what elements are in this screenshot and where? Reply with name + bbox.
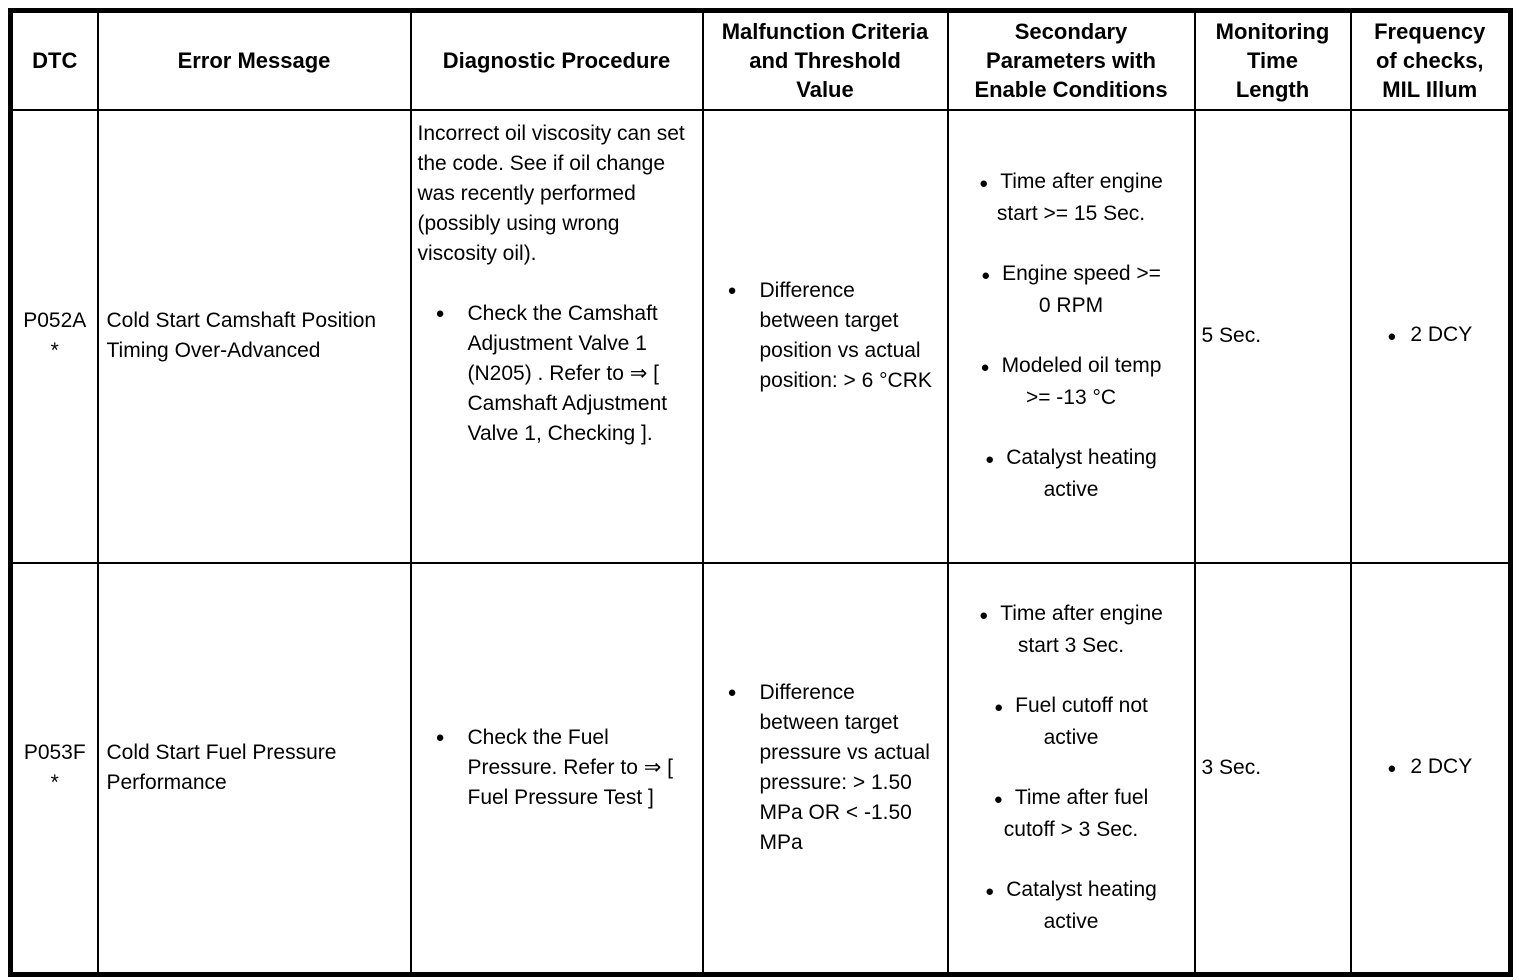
secondary-parameter-text: Time after engine start >= 15 Sec. (996, 170, 1163, 225)
diagnostic-step: Check the Camshaft Adjustment Valve 1 (N… (467, 301, 668, 445)
malfunction-criterion: Difference between target position vs ac… (759, 279, 932, 392)
dtc-cell: P053F * (9, 561, 99, 976)
secondary-parameter-text: Time after fuel cutoff > 3 Sec. (1003, 785, 1149, 841)
dtc-table: DTC Error Message Diagnostic Procedure M… (8, 8, 1513, 977)
column-header-diagnostic-procedure: Diagnostic Procedure (409, 9, 704, 111)
secondary-parameters-cell: ● Time after engine start 3 Sec. ● Fuel cu… (946, 561, 1196, 976)
secondary-parameter: ● Engine speed >= 0 RPM (973, 259, 1169, 321)
dtc-code: P053F (23, 740, 86, 764)
diagnostic-steps-list: ● Check the Fuel Pressure. Refer to ⇒ [ … (418, 723, 698, 813)
bullet-icon: ● (979, 606, 989, 624)
list-item: ● Difference between target pressure vs … (728, 678, 943, 858)
secondary-parameter: ●Time after fuel cutoff > 3 Sec. (973, 783, 1169, 845)
table-row: P052A * Cold Start Camshaft Position Tim… (9, 108, 1512, 564)
diagnostic-steps-list: ● Check the Camshaft Adjustment Valve 1 … (418, 299, 698, 449)
column-header-dtc: DTC (9, 9, 99, 111)
column-header-secondary-parameters: Secondary Parameters with Enable Conditi… (946, 9, 1196, 111)
bullet-icon: ● (979, 175, 989, 192)
secondary-parameter-text: Catalyst heating active (1006, 877, 1157, 933)
diagnostic-procedure-cell: ● Check the Fuel Pressure. Refer to ⇒ [ … (409, 561, 704, 976)
malfunction-criteria-list: ● Difference between target position vs … (728, 276, 943, 396)
dtc-code: P052A (23, 309, 87, 332)
secondary-parameter-text: Modeled oil temp >= -13 °C (1001, 354, 1162, 409)
column-header-monitoring-time: Monitoring Time Length (1193, 9, 1352, 111)
list-item: ● Check the Camshaft Adjustment Valve 1 … (418, 299, 698, 449)
column-header-frequency: Frequency of checks, MIL Illum (1349, 9, 1512, 111)
secondary-parameters-cell: ● Time after engine start >= 15 Sec. ● Eng… (946, 108, 1196, 564)
frequency-item: ● 2 DCY (1387, 320, 1472, 352)
frequency-item: ● 2 DCY (1387, 752, 1472, 784)
bullet-icon: ● (727, 282, 737, 299)
secondary-parameter-text: Time after engine start 3 Sec. (1000, 601, 1163, 657)
secondary-parameter-text: Engine speed >= 0 RPM (1002, 262, 1161, 317)
dtc-cell: P052A * (9, 108, 99, 564)
bullet-icon: ● (435, 728, 445, 746)
monitoring-time-cell: 3 Sec. (1193, 561, 1352, 976)
malfunction-criteria-cell: ● Difference between target pressure vs … (701, 561, 949, 976)
bullet-icon: ● (727, 683, 737, 701)
dtc-footnote: * (50, 770, 59, 794)
secondary-parameter: ● Fuel cutoff not active (973, 691, 1169, 753)
monitoring-time-cell: 5 Sec. (1193, 108, 1352, 564)
column-header-error-message: Error Message (96, 9, 412, 111)
table-row: P053F * Cold Start Fuel Pressure Perform… (9, 561, 1512, 976)
bullet-icon: ● (435, 304, 445, 322)
secondary-parameter: ● Time after engine start >= 15 Sec. (973, 167, 1169, 229)
secondary-parameter: ● Time after engine start 3 Sec. (973, 599, 1169, 661)
error-message-cell: Cold Start Fuel Pressure Performance (96, 561, 412, 976)
frequency-cell: ● 2 DCY (1349, 561, 1512, 976)
list-item: ● Difference between target position vs … (728, 276, 943, 396)
header-row: DTC Error Message Diagnostic Procedure M… (9, 9, 1512, 111)
diagnostic-step: Check the Fuel Pressure. Refer to ⇒ [ Fu… (467, 725, 674, 809)
column-header-malfunction-criteria: Malfunction Criteria and Threshold Value (701, 9, 949, 111)
error-message-cell: Cold Start Camshaft Position Timing Over… (96, 108, 412, 564)
bullet-icon: ● (981, 267, 991, 284)
list-item: ● Check the Fuel Pressure. Refer to ⇒ [ … (418, 723, 698, 813)
frequency-text: 2 DCY (1410, 754, 1473, 778)
secondary-parameter: ● Catalyst heating active (973, 443, 1169, 505)
malfunction-criteria-list: ● Difference between target pressure vs … (728, 678, 943, 858)
secondary-parameter-text: Fuel cutoff not active (1015, 693, 1148, 749)
bullet-icon: ● (985, 451, 995, 468)
bullet-icon: ● (1387, 328, 1397, 345)
bullet-icon: ● (980, 359, 990, 376)
secondary-parameter: ● Modeled oil temp >= -13 °C (973, 351, 1169, 413)
diagnostic-intro: Incorrect oil viscosity can set the code… (417, 121, 685, 265)
bullet-icon: ● (994, 698, 1004, 716)
bullet-icon: ● (993, 790, 1003, 808)
secondary-parameter: ● Catalyst heating active (973, 875, 1169, 937)
bullet-icon: ● (1387, 759, 1397, 777)
frequency-text: 2 DCY (1410, 323, 1473, 346)
frequency-cell: ● 2 DCY (1349, 108, 1512, 564)
malfunction-criteria-cell: ● Difference between target position vs … (701, 108, 949, 564)
secondary-parameter-text: Catalyst heating active (1006, 446, 1157, 501)
diagnostic-procedure-cell: Incorrect oil viscosity can set the code… (409, 108, 704, 564)
dtc-footnote: * (50, 339, 59, 362)
malfunction-criterion: Difference between target pressure vs ac… (759, 680, 930, 854)
bullet-icon: ● (985, 882, 995, 900)
